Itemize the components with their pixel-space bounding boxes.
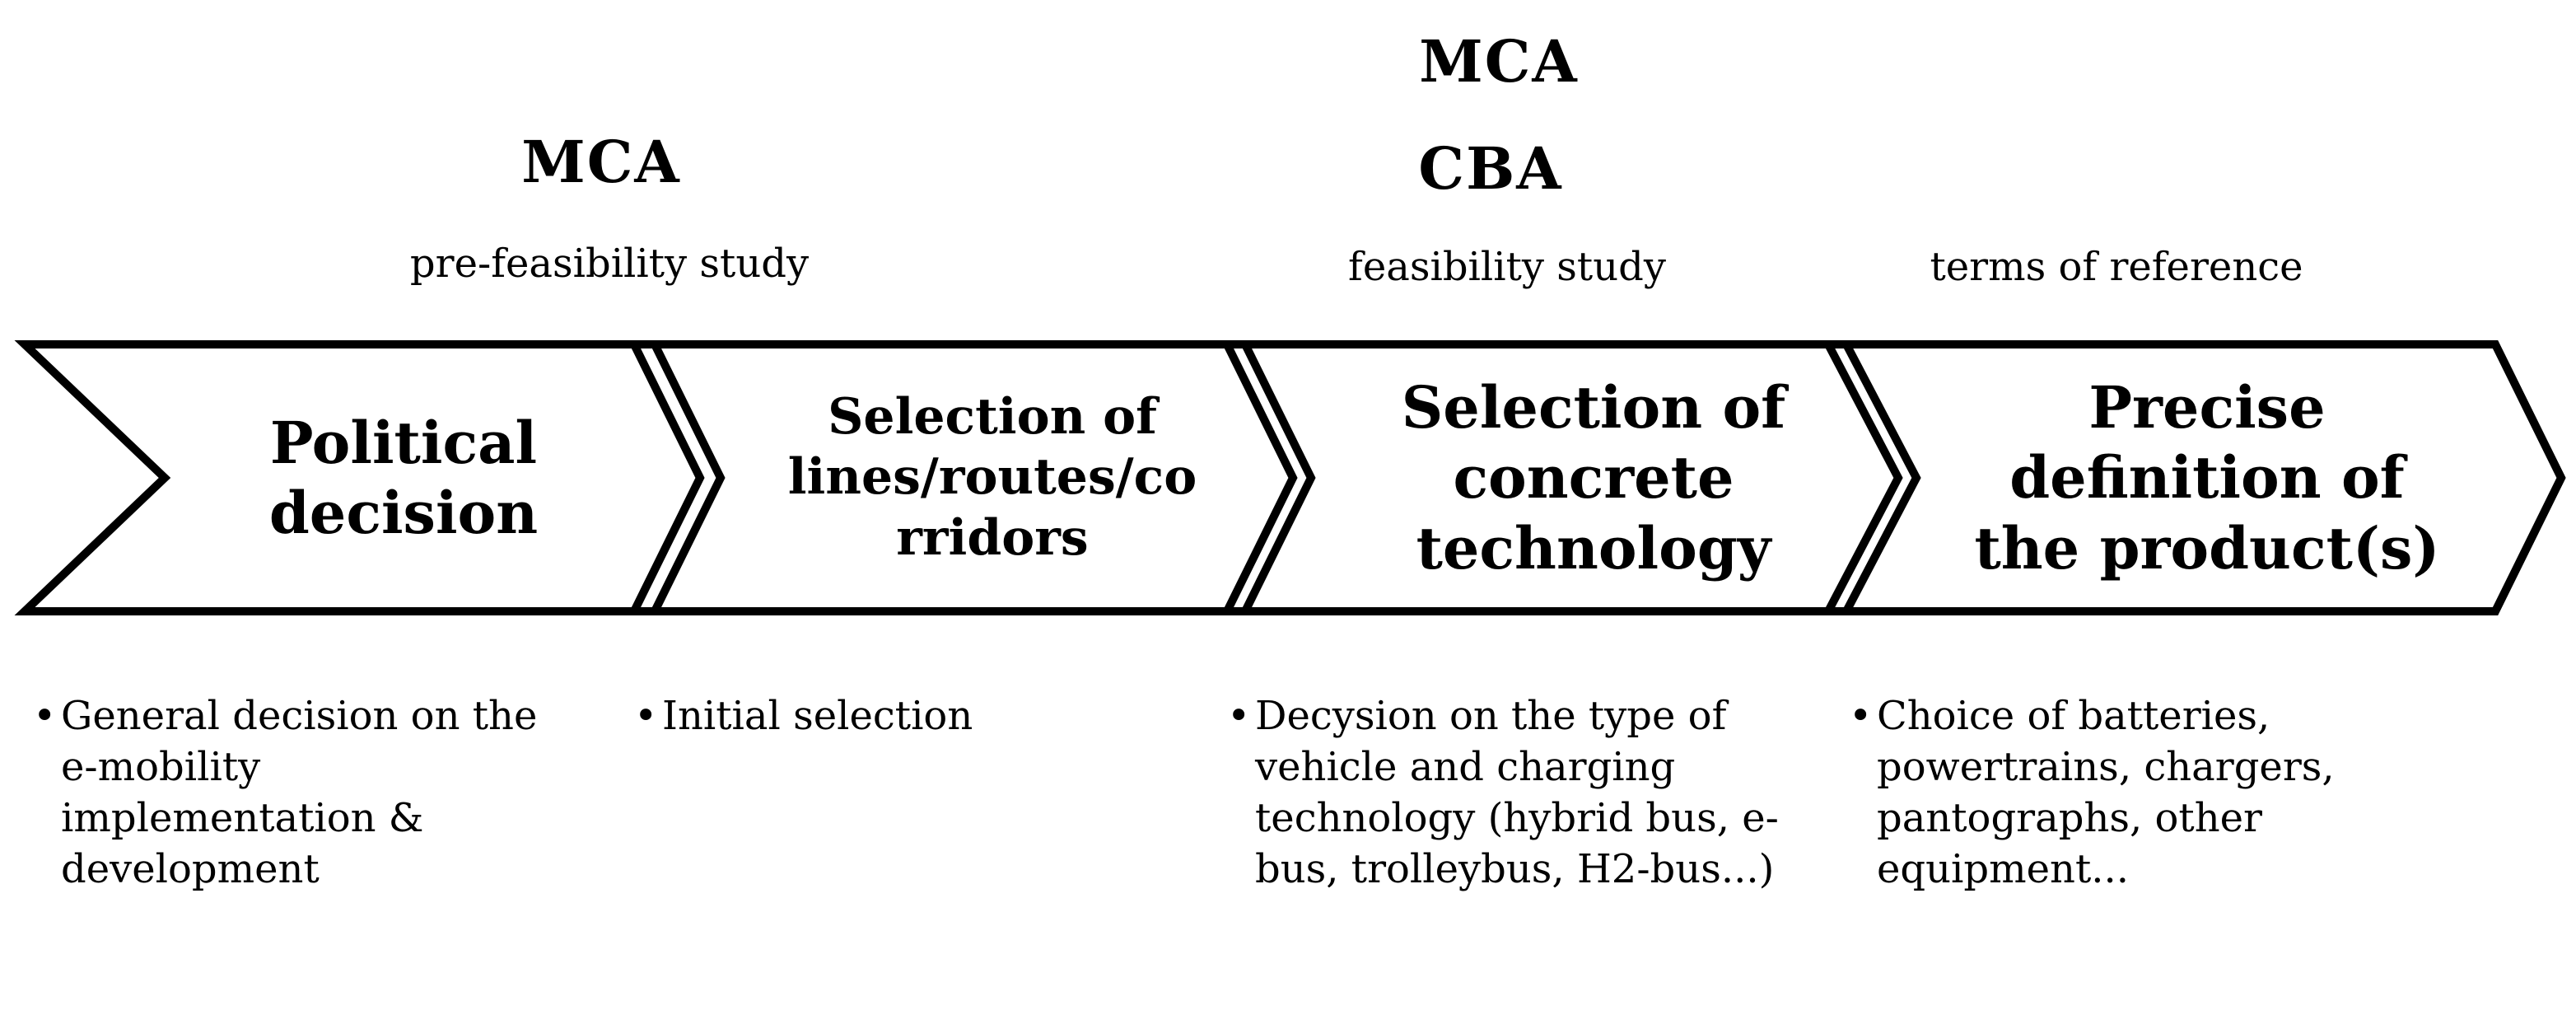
step-2-title: Selection of lines/routes/co rridors <box>758 362 1227 593</box>
stage1-method-mca: MCA <box>521 128 681 196</box>
step-4-line-2: definition of <box>2009 443 2405 512</box>
stage3-method-cba: CBA <box>1418 134 1563 203</box>
chevron-step-4 <box>1839 340 2566 615</box>
step-4-bullet: Choice of batteries, powertrains, charge… <box>1849 690 2425 895</box>
step-2-line-1: Selection of <box>828 388 1157 447</box>
step-3-bullet: Decysion on the type of vehicle and char… <box>1227 690 1820 895</box>
terms-of-reference-label: terms of reference <box>1930 244 2303 290</box>
stage3-method-mca: MCA <box>1419 27 1579 96</box>
step-3-title: Selection of concrete technology <box>1351 354 1836 601</box>
step-3-line-2: concrete <box>1453 443 1734 512</box>
step-1-title: Political decision <box>214 362 593 593</box>
pre-feasibility-study-label: pre-feasibility study <box>409 241 810 287</box>
step-4-title: Precise definition of the product(s) <box>1960 354 2454 601</box>
step-4-line-1: Precise <box>2088 372 2326 442</box>
step-2-description: Initial selection <box>634 690 1161 741</box>
step-1-description: General decision on the e-mobility imple… <box>33 690 560 895</box>
step-4-description: Choice of batteries, powertrains, charge… <box>1849 690 2425 895</box>
feasibility-study-label: feasibility study <box>1348 244 1666 290</box>
step-1-bullet: General decision on the e-mobility imple… <box>33 690 560 895</box>
step-4-line-3: the product(s) <box>1974 513 2440 582</box>
step-2-line-3: rridors <box>896 508 1089 567</box>
step-1-line-1: Political <box>269 408 538 477</box>
step-2-bullet: Initial selection <box>634 690 1161 741</box>
step-3-line-1: Selection of <box>1401 372 1786 442</box>
step-3-description: Decysion on the type of vehicle and char… <box>1227 690 1820 895</box>
step-1-line-2: decision <box>268 479 539 547</box>
step-3-line-3: technology <box>1416 513 1771 582</box>
step-2-line-2: lines/routes/co <box>787 448 1197 507</box>
